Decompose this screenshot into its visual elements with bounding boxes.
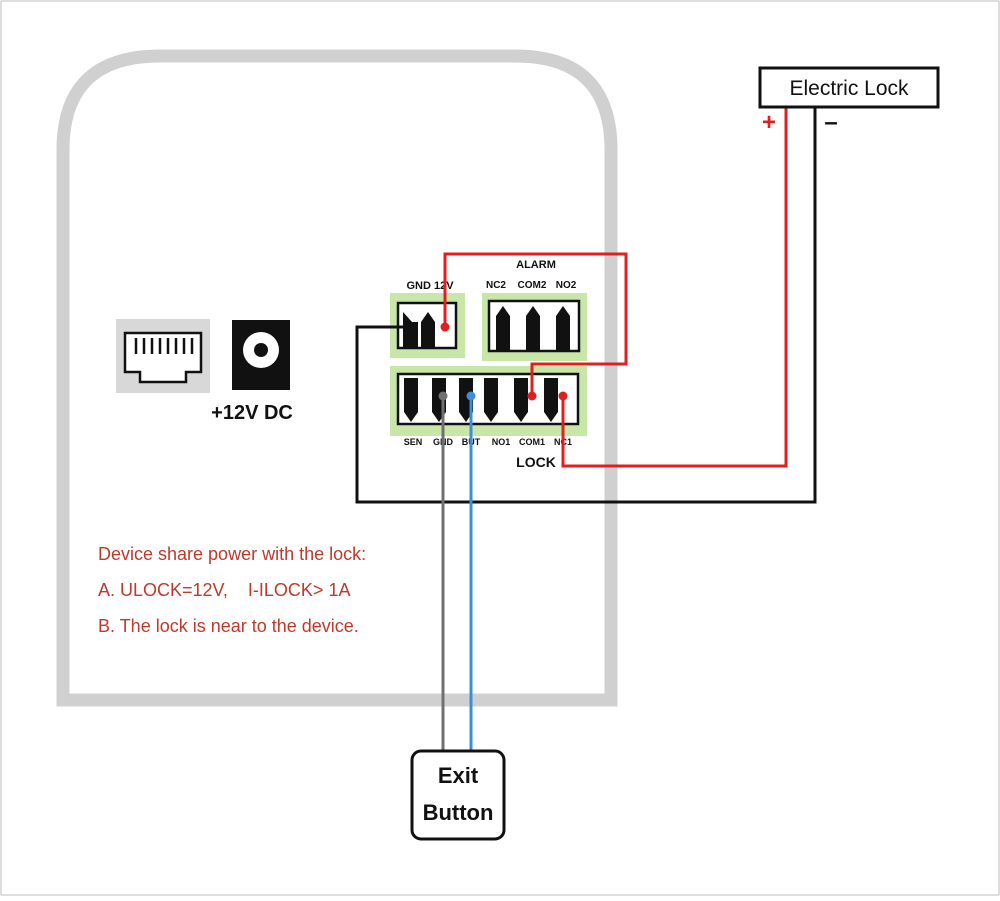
note-line-b: B. The lock is near to the device.: [98, 616, 359, 636]
lock-terminal-com1: COM1: [519, 437, 545, 447]
lock-plus-sign: +: [762, 109, 776, 136]
wire-nc1-red: [561, 107, 788, 468]
power-block-label: GND 12V: [406, 280, 454, 292]
ethernet-port-icon: [116, 319, 210, 393]
alarm-terminal-no2: NO2: [556, 280, 577, 291]
alarm-terminal-nc2: NC2: [486, 280, 506, 291]
dc-jack-icon: [232, 320, 290, 390]
wire-12v-red: [443, 252, 628, 396]
note-title: Device share power with the lock:: [98, 544, 366, 564]
lock-label: LOCK: [516, 454, 556, 470]
wire-node: [403, 323, 411, 331]
wire-node: [438, 391, 448, 401]
lock-minus-sign: –: [824, 109, 837, 136]
wire-node: [466, 391, 476, 401]
exit-button-line2: Button: [423, 800, 494, 825]
lock-terminal-block: [390, 366, 587, 436]
note-line-a: A. ULOCK=12V, I-ILOCK> 1A: [98, 580, 350, 600]
electric-lock-box: [758, 66, 940, 109]
wire-node: [527, 391, 537, 401]
wire-node: [558, 391, 568, 401]
alarm-terminal-block: [482, 293, 587, 361]
exit-button-line1: Exit: [438, 763, 479, 788]
lock-terminal-sen: SEN: [404, 437, 423, 447]
alarm-terminal-com2: COM2: [518, 280, 547, 291]
device-panel: [56, 49, 618, 707]
dc-label: +12V DC: [211, 402, 293, 424]
alarm-title: ALARM: [516, 259, 556, 271]
exit-button-box: [410, 749, 506, 841]
wire-gnd-black: [355, 107, 817, 504]
wire-node: [440, 322, 450, 332]
electric-lock-label: Electric Lock: [789, 77, 909, 100]
lock-terminal-no1: NO1: [492, 437, 511, 447]
